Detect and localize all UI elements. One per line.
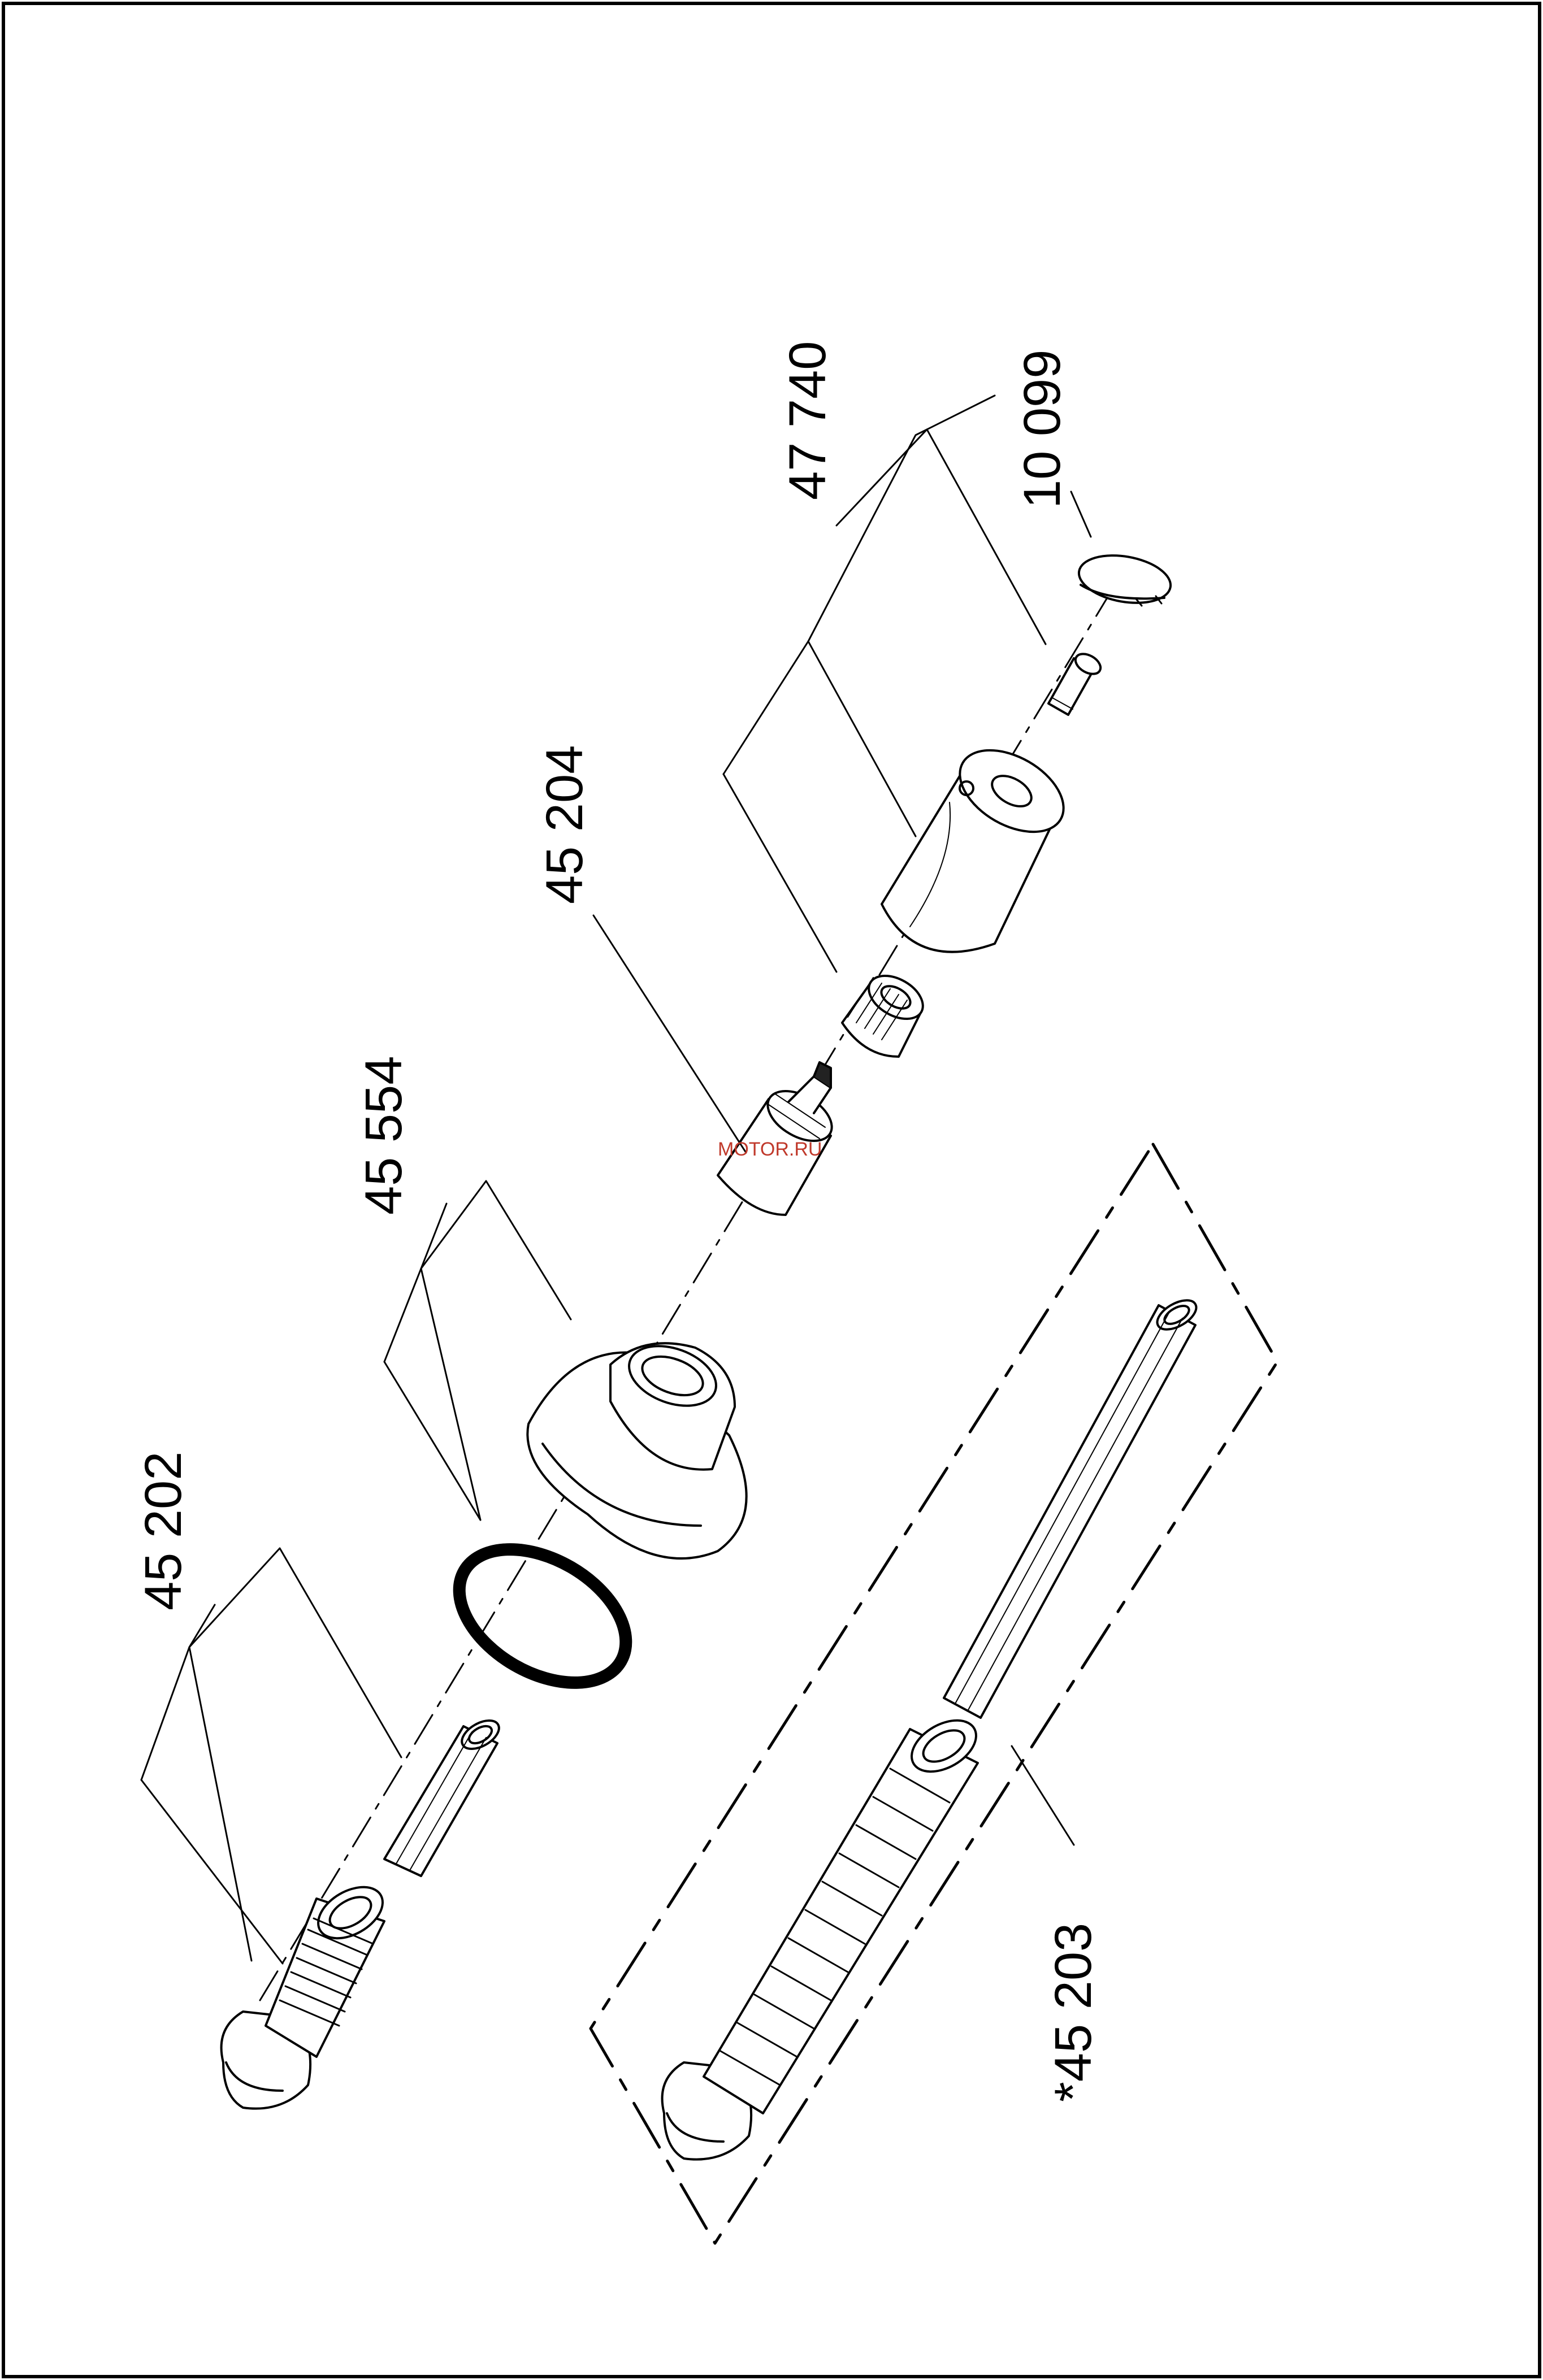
label-10-099: 10 099 xyxy=(1013,350,1071,509)
knurled-nut-part xyxy=(842,967,930,1057)
sleeve-tube-part xyxy=(384,1715,504,1876)
long-rod-part xyxy=(944,1295,1201,1718)
handle-body-part xyxy=(882,733,1078,952)
bolt-part xyxy=(222,1877,392,2109)
label-45-202: 45 202 xyxy=(135,1452,192,1610)
long-threaded-bolt-part xyxy=(662,1710,985,2160)
cone-cup-part xyxy=(527,1335,746,1559)
label-45-554: 45 554 xyxy=(355,1056,413,1215)
watermark: MOTOR.RU xyxy=(718,1139,822,1160)
label-47-740: 47 740 xyxy=(779,341,836,500)
part-labels: 45 202 45 554 45 204 47 740 10 099 *45 2… xyxy=(135,341,1102,2102)
label-45-204: 45 204 xyxy=(536,745,593,904)
label-45-203: *45 203 xyxy=(1044,1923,1102,2102)
screw-part xyxy=(1048,650,1104,715)
o-ring-part xyxy=(436,1522,649,1710)
cover-cap-part xyxy=(1075,549,1174,609)
